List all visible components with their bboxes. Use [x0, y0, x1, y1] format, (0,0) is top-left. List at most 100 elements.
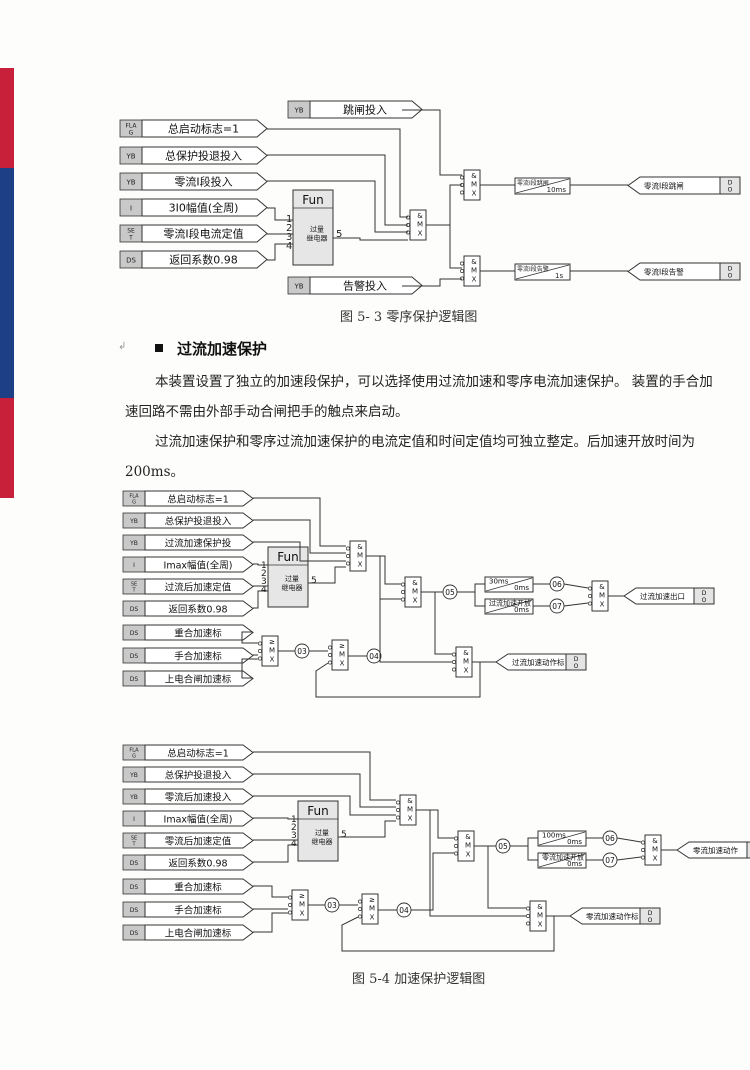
- gate-symbol: ≥: [269, 638, 275, 646]
- fun-port-4: 4: [286, 241, 292, 252]
- fig3-wire-g1-main: [416, 809, 454, 839]
- input-tag-text: YB: [129, 772, 138, 779]
- fig1-wire-fun-out: [333, 237, 408, 241]
- gate-input-pin: [641, 840, 645, 845]
- input-label-box: [144, 854, 254, 871]
- gate-symbol: &: [537, 903, 543, 911]
- gate-input-pin: [526, 914, 530, 918]
- gate-box: [331, 639, 349, 671]
- figure-5-4-caption: 图 5-4 加速保护逻辑图: [352, 972, 486, 987]
- gate-input-pin: [641, 855, 645, 860]
- gate-input-pin: [358, 914, 362, 919]
- node-number: 06: [605, 834, 615, 843]
- gate-symbol: X: [472, 275, 477, 283]
- output-tag-text: O: [728, 273, 733, 280]
- edge-stripe-blue: [0, 168, 14, 398]
- gate-input-pin: [588, 594, 592, 598]
- input-label-text: 告警投入: [343, 279, 387, 293]
- output-label: 零流I段跳闸: [644, 181, 684, 191]
- gate-symbol: X: [472, 189, 477, 197]
- fig2-wire-yb1: [253, 519, 346, 554]
- input-label-box: [144, 901, 254, 918]
- fig3-wire-ch: [253, 885, 288, 898]
- node-number: 04: [399, 906, 409, 915]
- input-label-text: Imax幅值(全周): [164, 560, 233, 572]
- fig2-wire-imax: [253, 563, 268, 566]
- output-tag-box: [719, 176, 741, 195]
- input-label-box: [144, 788, 254, 805]
- fig2-input-3: I Imax幅值(全周): [122, 556, 254, 573]
- fun-port-2: 2: [286, 223, 292, 234]
- output-tag-text: D: [702, 590, 707, 597]
- output-label: 过流加速出口: [640, 591, 685, 601]
- fig2-fun-port-4: 4: [261, 585, 267, 595]
- gate-symbol: X: [466, 850, 471, 858]
- fig2-wire-n4-main: [379, 598, 401, 657]
- input-tag-text: FLA: [129, 494, 139, 500]
- gate-input-pin: [401, 582, 405, 587]
- input-label-text: 零流后加速定值: [165, 836, 232, 848]
- gate-input-pin: [328, 653, 332, 657]
- gate-input-pin: [460, 269, 464, 273]
- output-tag-text: O: [648, 917, 653, 924]
- gate-input-pin: [452, 667, 456, 672]
- input-tag-text: G: [132, 500, 136, 506]
- edge-stripe-red: [0, 68, 14, 168]
- gate-symbol: X: [358, 560, 363, 568]
- input-tag-text: I: [133, 562, 135, 569]
- input-tag-text: I: [133, 816, 135, 823]
- node-number: 03: [297, 647, 307, 656]
- output-tag-text: O: [574, 663, 579, 670]
- fun-port-3: 3: [286, 232, 292, 243]
- gate-input-pin: [588, 586, 592, 591]
- fig2-node-06: 06: [549, 576, 565, 592]
- gate-input-pin: [288, 903, 292, 907]
- gate-symbol: M: [599, 592, 605, 600]
- fig3-wire-imax: [253, 817, 298, 820]
- input-tag-text: YB: [293, 283, 303, 291]
- timer-bottom-text: 0ms: [567, 860, 582, 868]
- fig3-fun-port-3: 3: [291, 831, 297, 841]
- gate-symbol: M: [537, 912, 543, 920]
- gate-input-pin: [460, 190, 464, 195]
- timer-diagonal: [538, 853, 586, 868]
- input-label-text: 过流后加速定值: [165, 582, 232, 594]
- fig2-fun-port-2: 2: [261, 569, 267, 579]
- input-label-box: [309, 100, 423, 119]
- input-label-box: [144, 832, 254, 849]
- timer-top-text: 零流加速开放: [542, 853, 584, 862]
- input-label-text: 总保护投退投入: [165, 516, 232, 528]
- timer-top-text: 100ms: [542, 832, 566, 840]
- fig3-wire-g1-flag: [429, 810, 526, 917]
- input-tag-text: DS: [130, 653, 139, 660]
- output-label: 零流加速动作: [693, 845, 738, 855]
- input-tag-text: DS: [130, 930, 139, 937]
- fig1-wire-ds: [267, 243, 293, 261]
- gate-symbol: X: [600, 600, 605, 608]
- input-label-box: [144, 878, 254, 895]
- input-label-text: 上电合闸加速标: [165, 674, 232, 686]
- input-label-text: 过流加速保护投: [165, 538, 232, 550]
- gate-input-pin: [288, 910, 292, 915]
- input-label-box: [144, 534, 254, 551]
- input-label-text: 总保护投退投入: [165, 770, 232, 782]
- gate-input-pin: [346, 554, 350, 558]
- gate-symbol: M: [463, 658, 469, 666]
- gate-input-pin: [588, 601, 592, 606]
- gate-input-pin: [328, 660, 332, 665]
- input-label-box: [144, 810, 254, 827]
- input-label-box: [144, 766, 254, 783]
